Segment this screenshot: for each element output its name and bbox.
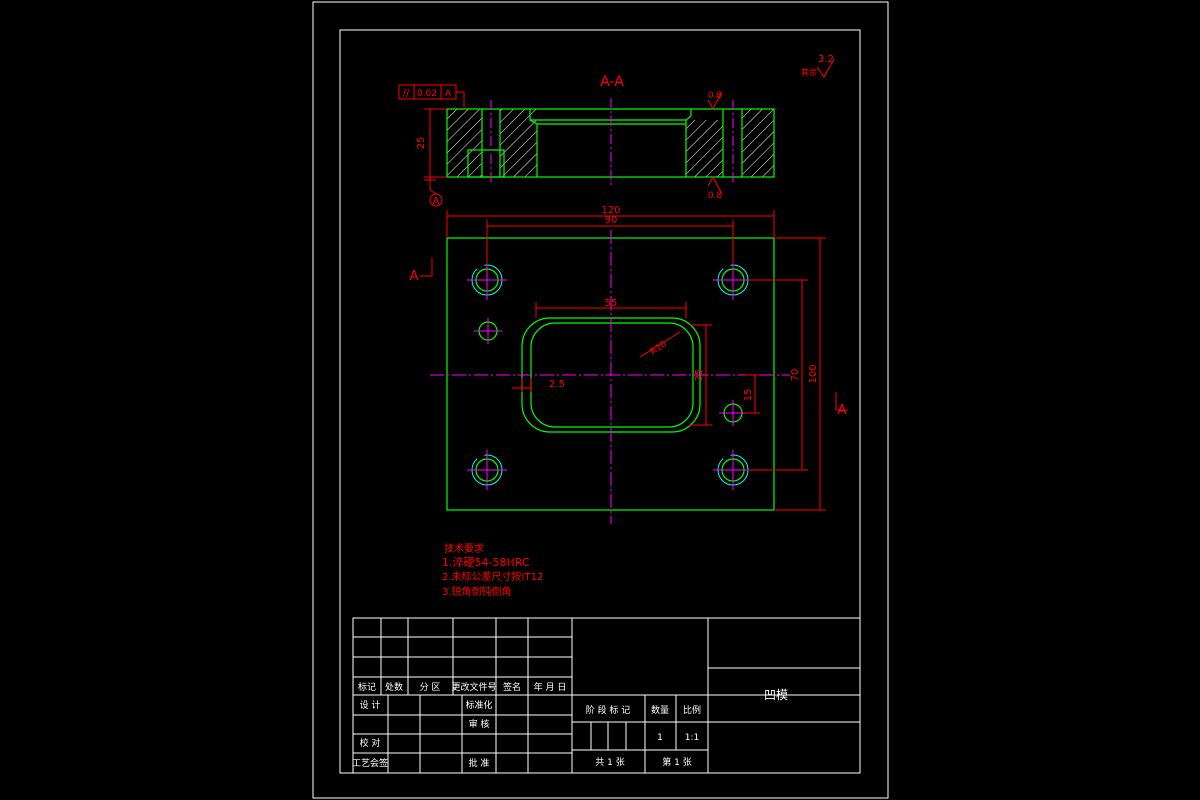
outer-frame [312, 1, 889, 799]
general-roughness-note: 其余 [801, 67, 817, 77]
header-date: 年 月 日 [534, 681, 567, 693]
technical-notes: 技术要求 1.淬硬54-58HRC 2.未标公差尺寸按IT12 3.锐角倒钝倒角 [442, 542, 543, 598]
pin-hole-right [719, 400, 747, 426]
label-approve: 批 准 [469, 757, 490, 769]
dim-cavity-length: 55 [605, 298, 618, 309]
label-design: 设 计 [360, 699, 381, 711]
thickness-dimension [424, 108, 447, 178]
plan-dimension-lines [420, 210, 848, 511]
header-mark: 标记 [358, 681, 376, 693]
general-roughness-value: 3.2 [818, 54, 834, 65]
value-quantity: 1 [657, 733, 663, 743]
roughness-top-symbol [707, 91, 723, 111]
notes-item-3: 3.锐角倒钝倒角 [442, 585, 512, 598]
roughness-bottom-symbol [707, 175, 723, 195]
header-zone: 分 区 [420, 682, 441, 693]
dim-hole-spacing-x: 90 [605, 215, 618, 226]
dim-width: 120 [601, 205, 620, 216]
dim-pin-offset: 15 [743, 389, 754, 402]
label-sheet-no: 第 1 张 [662, 756, 691, 768]
notes-item-2: 2.未标公差尺寸按IT12 [442, 570, 543, 583]
tolerance-frame [398, 84, 465, 109]
tolerance-value: 0.02 [417, 89, 437, 99]
section-mark-left: A [410, 269, 419, 284]
dim-cavity-width: 35 [694, 369, 705, 382]
label-stage-mark: 阶 段 标 记 [586, 704, 631, 716]
datum-label: A [433, 196, 440, 207]
pin-hole-left [474, 318, 502, 344]
pin-holes [474, 318, 747, 426]
section-view: A-A [398, 74, 775, 207]
bolt-hole-top-right [713, 260, 753, 300]
label-review: 审 核 [469, 718, 490, 730]
bolt-hole-bottom-left [467, 450, 507, 490]
header-signature: 签名 [503, 681, 521, 693]
roughness-bottom: 0.8 [708, 191, 723, 201]
label-process: 工艺会签 [352, 757, 388, 769]
section-hatch [447, 109, 774, 177]
section-title: A-A [600, 74, 624, 90]
dim-hole-spacing-y: 70 [790, 369, 801, 382]
section-mark-right: A [838, 403, 847, 418]
thickness-label: 25 [416, 137, 427, 150]
bolt-hole-bottom-right [713, 450, 753, 490]
header-count: 处数 [385, 681, 403, 693]
label-check: 校 对 [360, 737, 381, 749]
general-roughness: 3.2 其余 [801, 54, 835, 78]
part-name: 凹模 [764, 688, 788, 702]
plan-centerlines [430, 230, 790, 524]
header-change-doc: 更改文件号 [451, 681, 496, 693]
tolerance-symbol: // [403, 88, 410, 99]
label-total-sheets: 共 1 张 [595, 757, 624, 768]
notes-item-1: 1.淬硬54-58HRC [442, 555, 530, 569]
label-scale: 比例 [683, 704, 701, 716]
bolt-hole-top-left [467, 260, 507, 300]
label-standardize: 标准化 [465, 699, 492, 711]
roughness-top: 0.8 [708, 91, 723, 101]
value-scale: 1:1 [685, 733, 699, 743]
section-outline [446, 108, 775, 178]
title-block-text: 标记 处数 分 区 更改文件号 签名 年 月 日 设 计 标准化 审 核 校 对… [352, 681, 788, 769]
label-quantity: 数量 [651, 704, 669, 716]
section-centerlines [490, 98, 734, 185]
dim-offset: 2.5 [549, 379, 565, 390]
title-block [352, 617, 861, 774]
dim-height: 100 [808, 364, 819, 383]
plan-view: 120 90 55 R10 35 2.5 15 70 100 A A [410, 205, 848, 524]
tolerance-datum: A [445, 89, 452, 99]
dim-cavity-radius: R10 [649, 339, 669, 358]
notes-title: 技术要求 [444, 542, 484, 555]
datum-symbol [424, 177, 443, 207]
